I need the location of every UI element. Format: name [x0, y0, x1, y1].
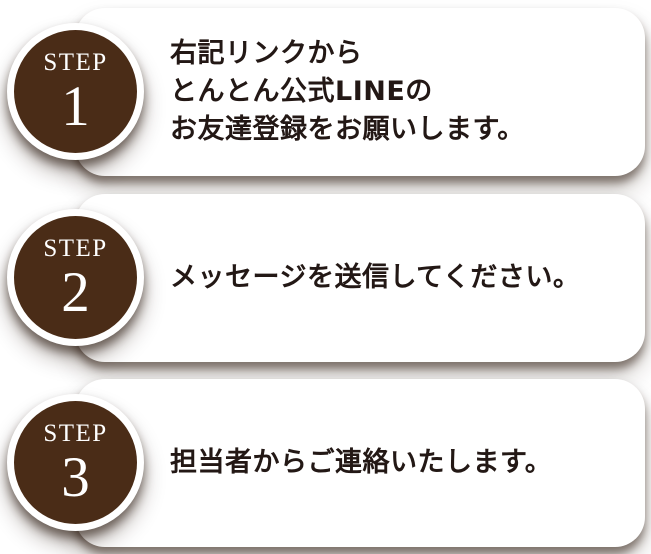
step-2-text-line: メッセージを送信してください。 [170, 262, 581, 293]
step-1-card: 右記リンクから とんとん公式LINEの お友達登録をお願いします。 [75, 8, 645, 176]
step-1-text-line: とんとん公式LINEの [170, 76, 433, 107]
step-row-2: メッセージを送信してください。 STEP 2 [0, 194, 651, 362]
step-1-text-line: お友達登録をお願いします。 [170, 114, 525, 145]
step-1-badge-number: 1 [61, 75, 90, 138]
step-1-text-line: 右記リンクから [170, 38, 363, 69]
step-3-badge: STEP 3 [7, 394, 144, 531]
step-2-badge: STEP 2 [7, 209, 144, 346]
step-row-3: 担当者からご連絡いたします。 STEP 3 [0, 379, 651, 547]
step-3-badge-number: 3 [61, 446, 90, 509]
step-2-badge-number: 2 [61, 261, 90, 324]
step-2-card: メッセージを送信してください。 [75, 194, 645, 362]
step-3-card: 担当者からご連絡いたします。 [75, 379, 645, 547]
step-1-badge-label: STEP [43, 49, 108, 76]
step-1-badge: STEP 1 [7, 23, 144, 160]
step-2-badge-label: STEP [43, 235, 108, 262]
step-3-text-line: 担当者からご連絡いたします。 [170, 447, 553, 478]
step-3-badge-label: STEP [43, 420, 108, 447]
step-row-1: 右記リンクから とんとん公式LINEの お友達登録をお願いします。 STEP 1 [0, 8, 651, 176]
